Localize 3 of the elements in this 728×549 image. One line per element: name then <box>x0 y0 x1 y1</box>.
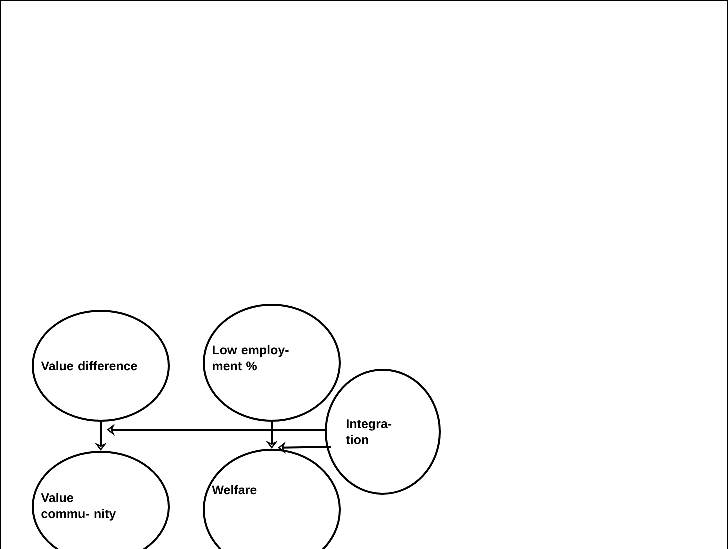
circle-node: Low employ- ment % <box>203 304 341 422</box>
circle-node: Value difference <box>32 310 170 422</box>
circle-node: Integra- tion <box>325 369 441 495</box>
